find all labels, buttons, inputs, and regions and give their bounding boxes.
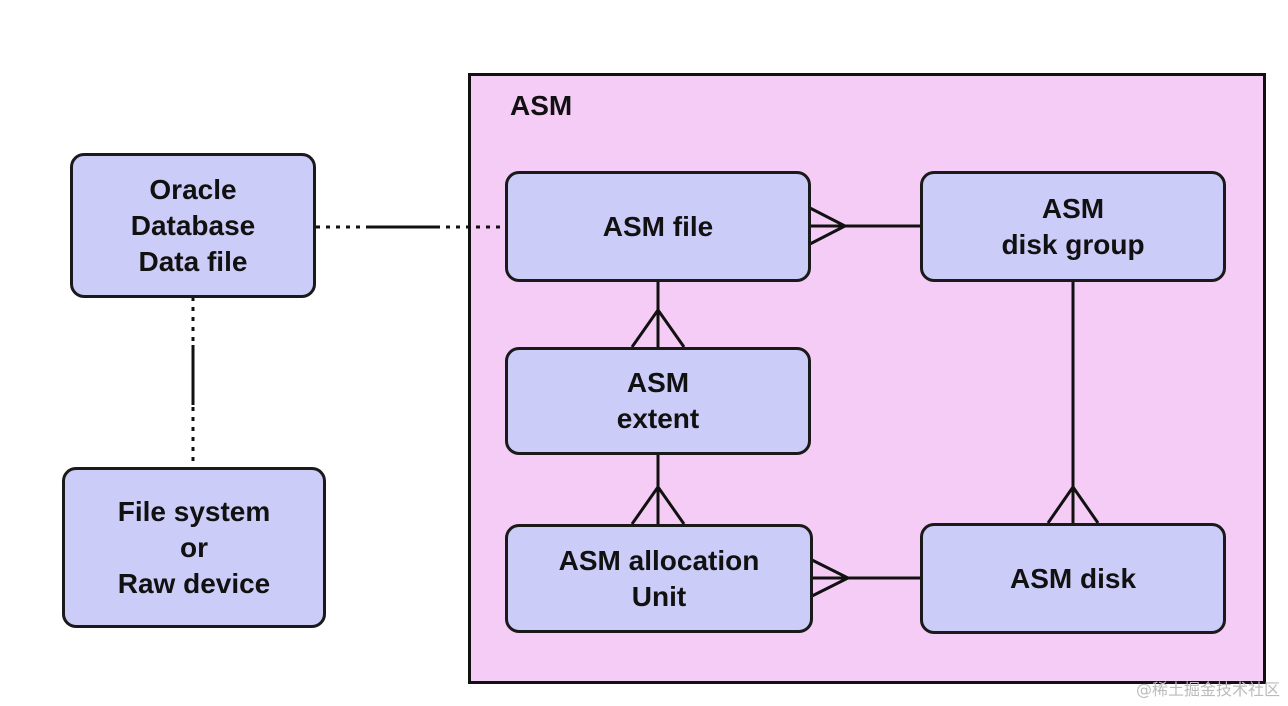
node-filesystem-raw-device: File system or Raw device bbox=[62, 467, 326, 628]
crowsfoot-disk bbox=[1046, 484, 1100, 524]
crowsfoot-extent bbox=[630, 307, 686, 348]
crowsfoot-asmfile bbox=[807, 205, 849, 247]
node-asm-disk-group: ASM disk group bbox=[920, 171, 1226, 282]
node-asm-disk: ASM disk bbox=[920, 523, 1226, 634]
node-oracle-datafile: Oracle Database Data file bbox=[70, 153, 316, 298]
node-asm-extent: ASM extent bbox=[505, 347, 811, 455]
node-asm-allocation-unit: ASM allocation Unit bbox=[505, 524, 813, 633]
watermark: @稀土掘金技术社区 bbox=[1135, 680, 1280, 699]
asm-container-label: ASM bbox=[510, 90, 573, 121]
node-asm-file: ASM file bbox=[505, 171, 811, 282]
crowsfoot-allocunit-side bbox=[811, 558, 852, 598]
crowsfoot-allocunit bbox=[630, 484, 686, 525]
